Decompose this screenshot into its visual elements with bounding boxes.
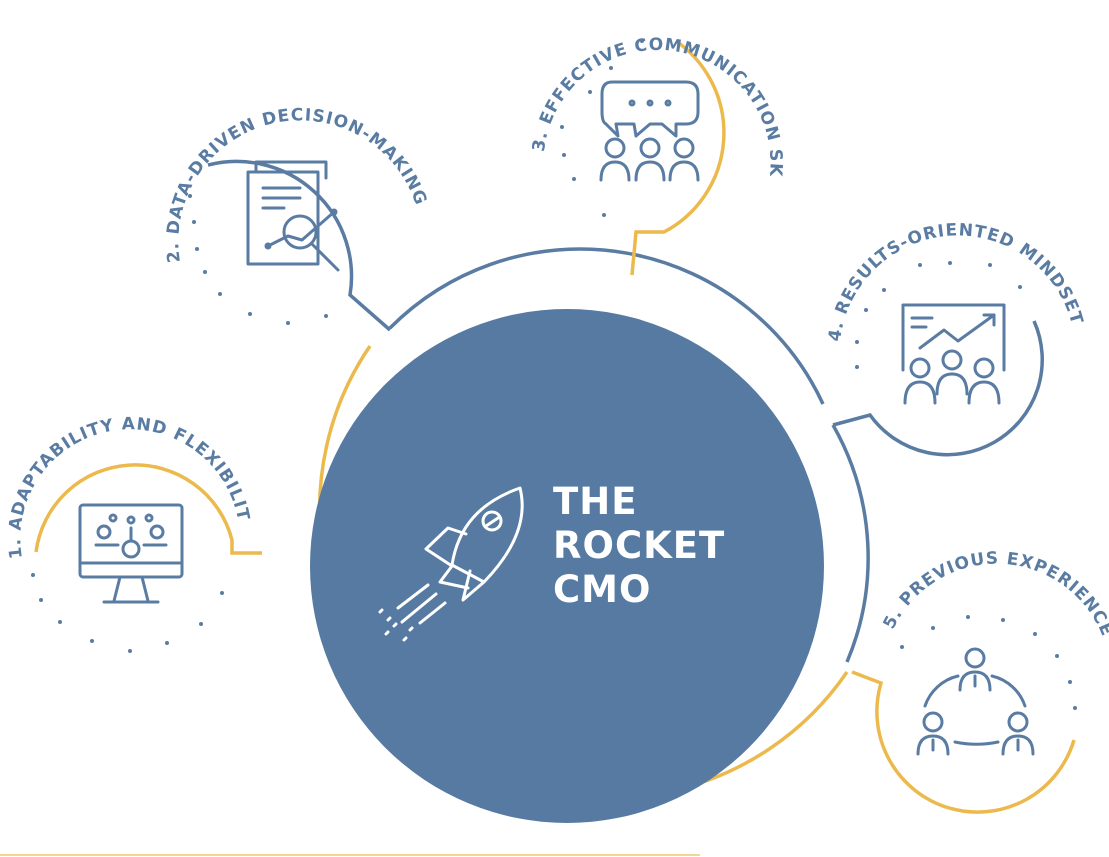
monitor-gears-icon [78, 503, 184, 604]
skill-5-label: 5. PREVIOUS EXPERIENCE [880, 549, 1109, 640]
presentation-chart-icon [901, 303, 1006, 405]
center-title-line-3: CMO [553, 568, 652, 611]
skill-4-label: 4. RESULTS-ORIENTED MINDSET [825, 220, 1086, 342]
center-title: THE ROCKET CMO [553, 480, 725, 612]
skill-5-node: 5. PREVIOUS EXPERIENCE [851, 549, 1109, 814]
center-title-line-2: ROCKET [553, 524, 726, 567]
skill-1-node: 1. ADAPTABILITY AND FLEXIBILITY [0, 0, 262, 653]
skill-2-node: 2. DATA-DRIVEN DECISION-MAKING [163, 105, 430, 332]
center-title-line-1: THE [553, 480, 638, 523]
team-chat-icon [599, 80, 700, 182]
rocket-icon [378, 486, 524, 642]
svg-text:1. ADAPTABILITY AND FLEXIBILIT: 1. ADAPTABILITY AND FLEXIBILITY [0, 0, 253, 560]
skill-4-node: 4. RESULTS-ORIENTED MINDSET [825, 220, 1087, 457]
dotted-arc [855, 261, 1022, 369]
skill-1-label: 1. ADAPTABILITY AND FLEXIBILITY [0, 0, 252, 560]
dotted-arc [188, 194, 328, 325]
document-analysis-icon [246, 160, 340, 272]
dotted-arc [900, 615, 1077, 710]
dotted-arc [31, 573, 224, 653]
skill-3-node: 3. EFFECTIVE COMMUNICATION SKILLS [0, 0, 785, 276]
svg-text:4. RESULTS-ORIENTED MINDSET: 4. RESULTS-ORIENTED MINDSET [825, 220, 1087, 342]
svg-text:5. PREVIOUS EXPERIENCE: 5. PREVIOUS EXPERIENCE [880, 549, 1109, 640]
team-network-icon [916, 647, 1035, 756]
dotted-arc [560, 39, 644, 217]
center-disc [310, 309, 824, 823]
